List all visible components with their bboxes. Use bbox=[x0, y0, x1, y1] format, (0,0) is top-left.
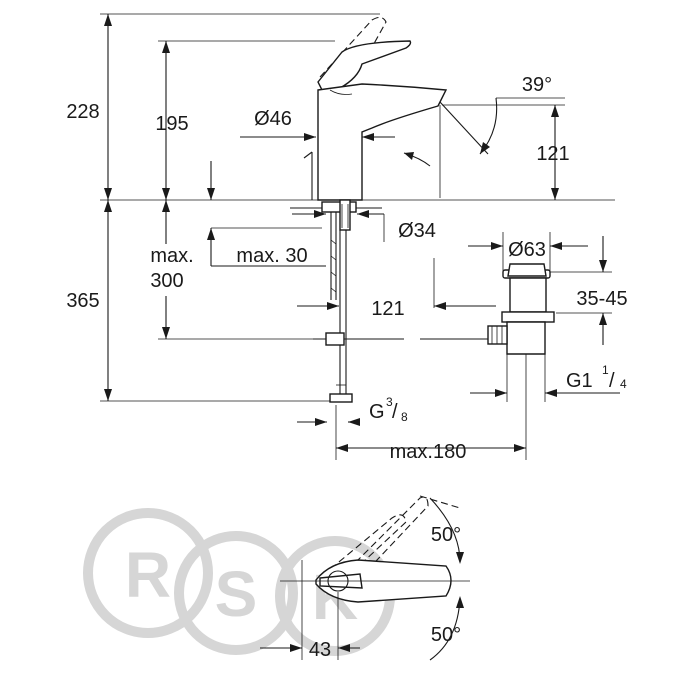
label-50deg-bottom: 50° bbox=[431, 624, 461, 646]
watermark-ring-s bbox=[174, 531, 298, 655]
watermark-ring-r bbox=[83, 508, 213, 638]
label-g1-num: 1 bbox=[602, 363, 609, 377]
label-d63: Ø63 bbox=[508, 239, 546, 261]
waste-fitting bbox=[487, 263, 555, 355]
waste-side-port bbox=[487, 325, 508, 345]
dimension-lines bbox=[104, 14, 620, 460]
waste-body-lower bbox=[506, 321, 546, 355]
waste-plug bbox=[507, 263, 547, 277]
faucet-body bbox=[317, 83, 448, 201]
supply-connector bbox=[329, 393, 353, 403]
svg-text:/: / bbox=[392, 401, 398, 423]
label-365: 365 bbox=[66, 290, 99, 312]
faucet-side-view bbox=[290, 16, 490, 403]
label-g38-den: 8 bbox=[401, 410, 408, 424]
rod-coupling bbox=[325, 332, 345, 346]
label-300: 300 bbox=[150, 270, 183, 292]
label-max180: max.180 bbox=[390, 441, 467, 463]
label-43: 43 bbox=[309, 639, 331, 661]
waste-body-upper bbox=[509, 277, 547, 313]
svg-text:/: / bbox=[609, 370, 615, 392]
dimension-labels: 228 195 Ø46 39° 121 Ø34 max. 30 max. 300… bbox=[66, 74, 627, 661]
watermark-letter-s: S bbox=[215, 558, 258, 630]
label-195: 195 bbox=[155, 113, 188, 135]
label-35-45: 35-45 bbox=[576, 288, 627, 310]
label-50deg-top: 50° bbox=[431, 524, 461, 546]
label-g38-num: 3 bbox=[386, 395, 393, 409]
mounting-nut bbox=[321, 201, 357, 213]
label-228: 228 bbox=[66, 101, 99, 123]
label-d46: Ø46 bbox=[254, 108, 292, 130]
lever-raised-outline bbox=[319, 16, 387, 78]
label-121-vertical: 121 bbox=[536, 143, 569, 165]
angle-39-line bbox=[439, 101, 489, 155]
waste-nut bbox=[501, 311, 555, 323]
faucet-top-view bbox=[260, 495, 470, 661]
label-d34: Ø34 bbox=[398, 220, 436, 242]
watermark-letter-r: R bbox=[125, 539, 171, 611]
lever-rotated-outline bbox=[321, 514, 407, 579]
label-g1-main: G1 bbox=[566, 370, 593, 392]
label-121-horizontal: 121 bbox=[371, 298, 404, 320]
label-g1-den: 4 bbox=[620, 377, 627, 391]
label-g38-main: G bbox=[369, 401, 385, 423]
label-max30: max. 30 bbox=[236, 245, 307, 267]
label-max: max. bbox=[150, 245, 193, 267]
lever bbox=[317, 40, 412, 91]
label-39deg: 39° bbox=[522, 74, 552, 96]
